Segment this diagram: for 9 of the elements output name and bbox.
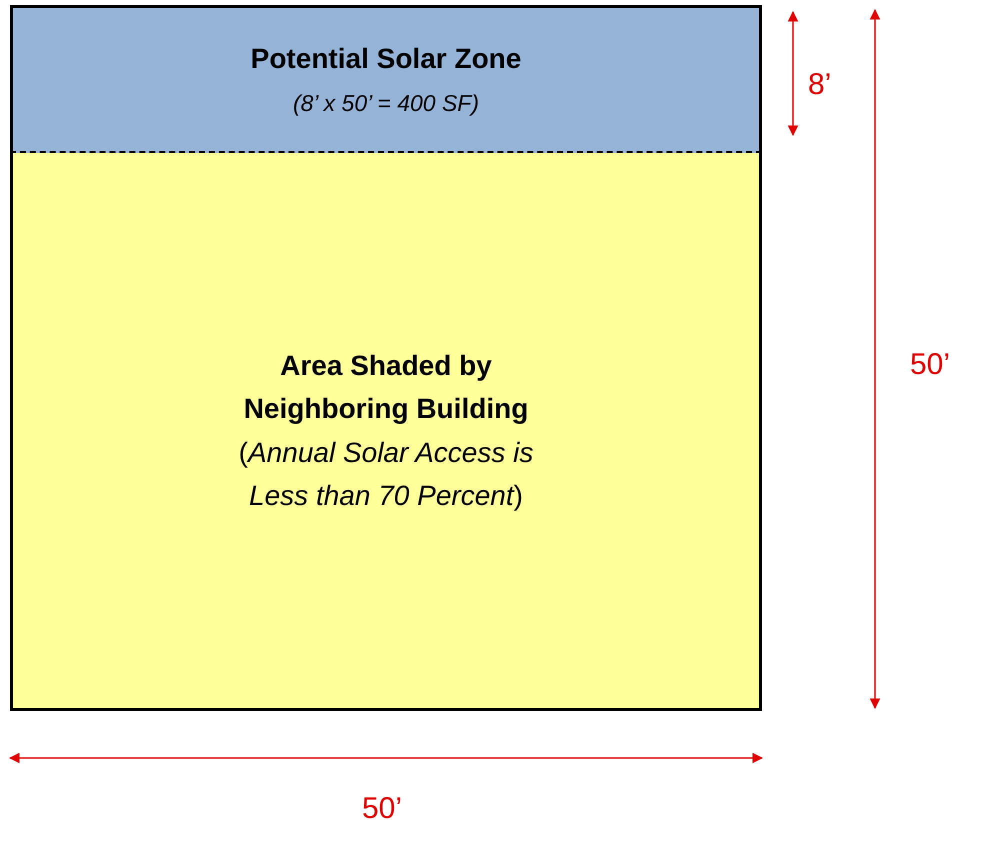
dimension-label: 50’ (910, 348, 950, 382)
dimension-label: 8’ (808, 68, 832, 102)
solar-zone-area (10, 5, 762, 153)
zone-note: (Annual Solar Access is Less than 70 Percent) (238, 436, 534, 513)
zone-note: (8’ x 50’ = 400 SF) (292, 89, 480, 118)
zone-title: Potential Solar Zone (250, 42, 522, 76)
dimension-label: 50’ (362, 792, 402, 826)
zone-title: Area Shaded by Neighboring Building (242, 348, 530, 426)
shaded-area (10, 153, 762, 711)
